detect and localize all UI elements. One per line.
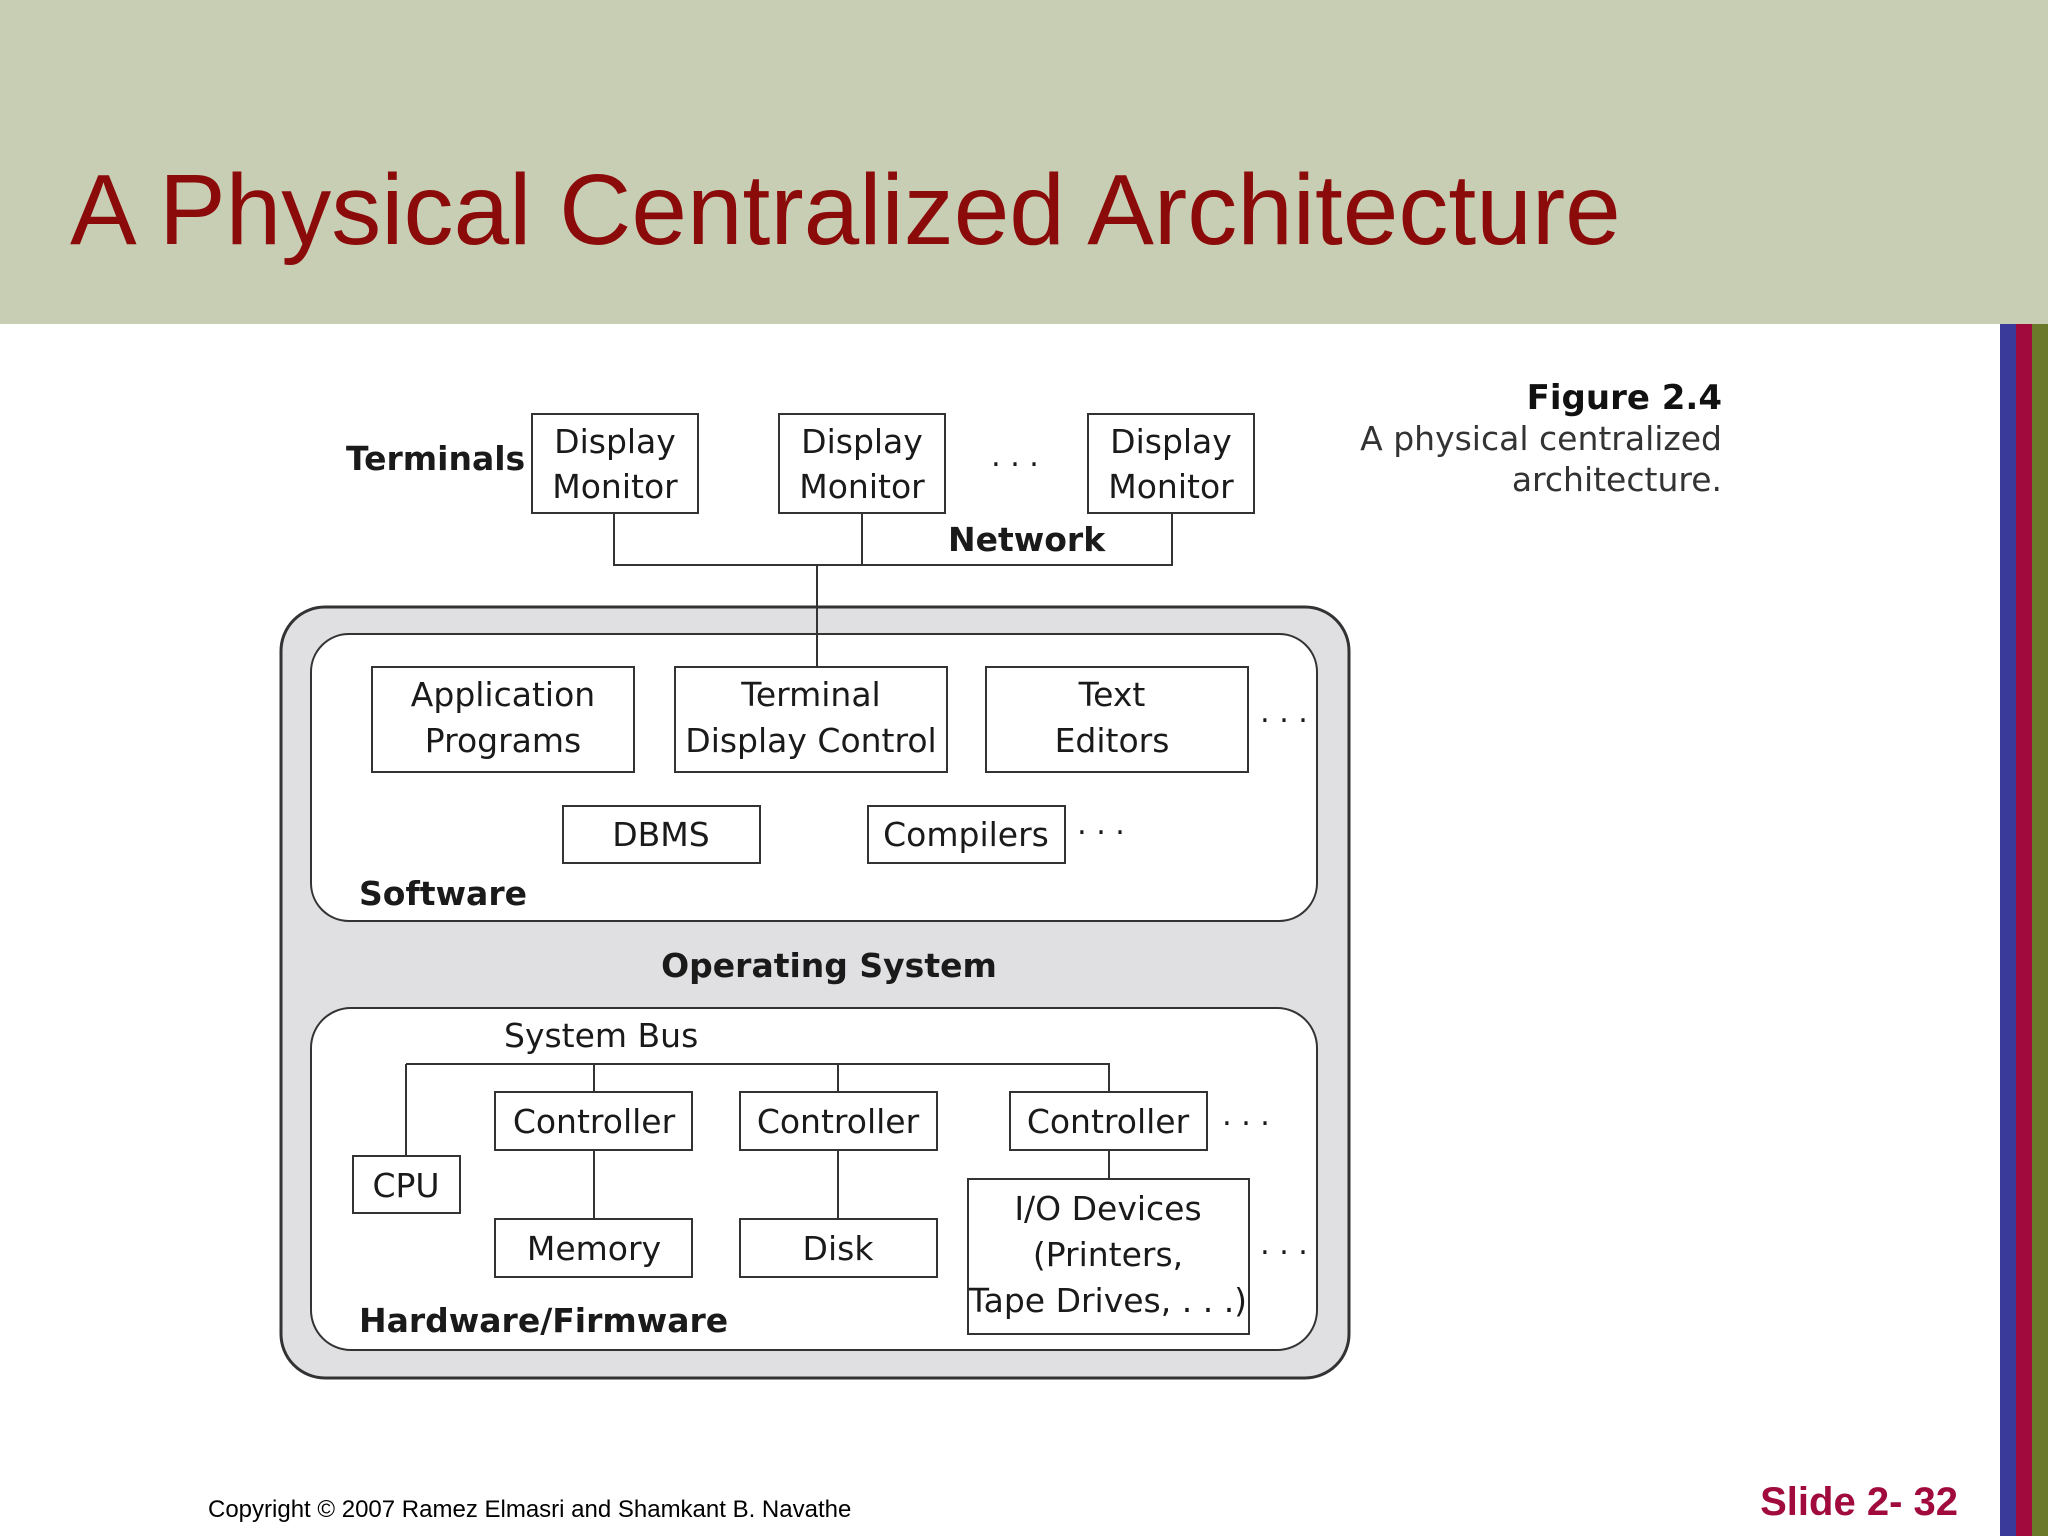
display-monitor-2-line2: Monitor <box>799 467 925 506</box>
controller-3-label: Controller <box>1027 1102 1190 1141</box>
stripe-olive <box>2032 324 2048 1536</box>
terminal-display-control-line2: Display Control <box>685 721 936 760</box>
controller-box-1 <box>494 1091 693 1151</box>
controller-box-3 <box>1009 1091 1208 1151</box>
application-programs-line1: Application <box>411 675 595 714</box>
controller-2-label: Controller <box>757 1102 920 1141</box>
terminals-label: Terminals <box>346 439 525 478</box>
io-devices-box <box>967 1178 1250 1335</box>
display-monitor-2-line1: Display <box>801 422 923 461</box>
terminal-display-control-line1: Terminal <box>740 675 880 714</box>
io-devices-line1: I/O Devices <box>1014 1189 1201 1228</box>
application-programs-box <box>371 666 635 773</box>
slide-number: Slide 2- 32 <box>1760 1480 1958 1524</box>
display-monitor-1-line2: Monitor <box>552 467 678 506</box>
display-monitor-3 <box>1087 413 1255 514</box>
cpu-box <box>352 1155 461 1214</box>
monitors-ellipsis: . . . <box>991 439 1039 474</box>
figure-caption: Figure 2.4 A physical centralized archit… <box>1360 378 1722 500</box>
controller-box-2 <box>739 1091 938 1151</box>
software-row1-ellipsis: . . . <box>1260 695 1308 730</box>
io-devices-ellipsis: . . . <box>1260 1227 1308 1262</box>
terminal-display-control-box <box>674 666 948 773</box>
title-bar <box>0 0 2048 324</box>
display-monitor-3-line1: Display <box>1110 422 1232 461</box>
operating-system-label: Operating System <box>661 946 997 985</box>
memory-box <box>494 1218 693 1278</box>
controller-1-label: Controller <box>513 1102 676 1141</box>
display-monitor-2 <box>778 413 946 514</box>
text-editors-box <box>985 666 1249 773</box>
stripe-red <box>2016 324 2032 1536</box>
application-programs-line2: Programs <box>425 721 581 760</box>
figure-caption-line2: architecture. <box>1511 459 1722 499</box>
text-editors-line1: Text <box>1078 675 1146 714</box>
dbms-box <box>562 805 761 864</box>
disk-box <box>739 1218 938 1278</box>
compilers-box <box>867 805 1066 864</box>
figure-number: Figure 2.4 <box>1526 378 1722 418</box>
system-bus-label: System Bus <box>504 1016 698 1055</box>
display-monitor-1-line1: Display <box>554 422 676 461</box>
disk-label: Disk <box>803 1229 875 1268</box>
stripe-blue <box>2000 324 2016 1536</box>
text-editors-line2: Editors <box>1055 721 1170 760</box>
display-monitor-3-line2: Monitor <box>1108 467 1234 506</box>
io-devices-line3: Tape Drives, . . .) <box>968 1281 1247 1320</box>
figure-caption-line1: A physical centralized <box>1360 419 1722 459</box>
hardware-firmware-label: Hardware/Firmware <box>359 1301 728 1340</box>
system-bus-lines <box>405 1063 1110 1219</box>
controller-ellipsis: . . . <box>1222 1098 1270 1133</box>
memory-label: Memory <box>527 1229 661 1268</box>
io-devices-line2: (Printers, <box>1033 1235 1183 1274</box>
dbms-label: DBMS <box>612 815 709 854</box>
network-label: Network <box>948 520 1106 559</box>
software-row2-ellipsis: . . . <box>1077 807 1125 842</box>
copyright-text: Copyright © 2007 Ramez Elmasri and Shamk… <box>208 1496 852 1523</box>
display-monitor-1 <box>531 413 699 514</box>
compilers-label: Compilers <box>883 815 1049 854</box>
side-stripes <box>2000 324 2048 1536</box>
software-label: Software <box>359 874 527 913</box>
cpu-label: CPU <box>372 1166 439 1205</box>
slide-title: A Physical Centralized Architecture <box>70 154 1621 266</box>
